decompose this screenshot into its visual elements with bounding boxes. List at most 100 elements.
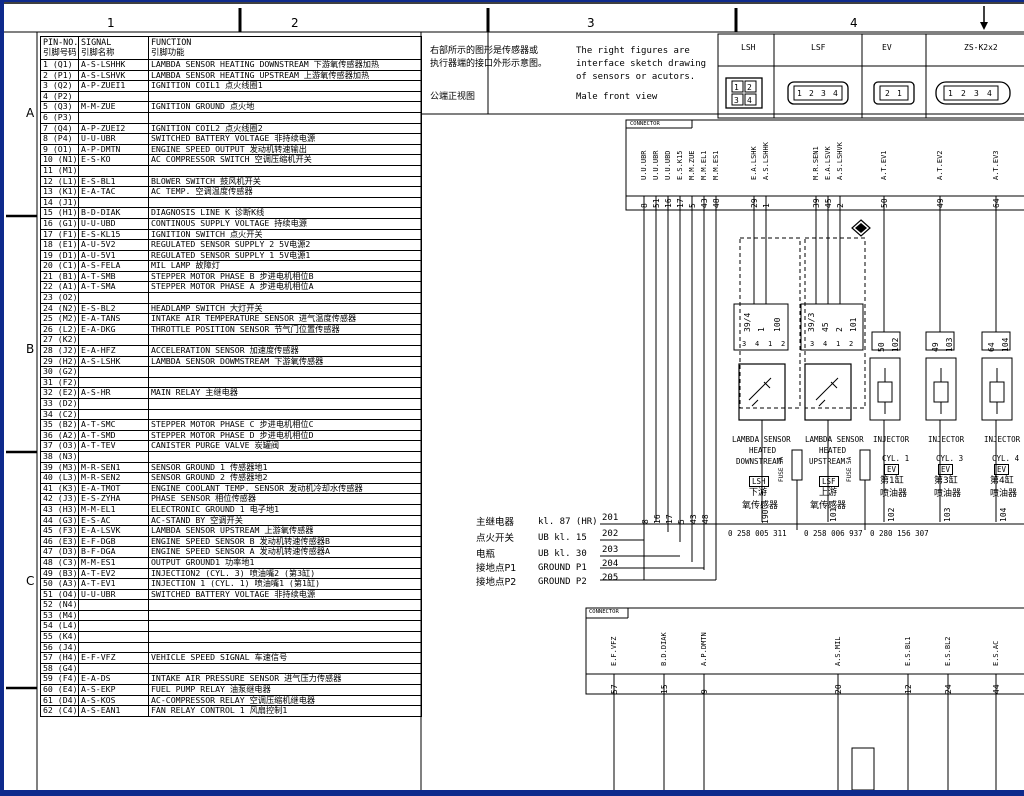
sensor-pin-label: 1: [757, 327, 766, 332]
svg-text:4: 4: [747, 96, 752, 105]
part-number-3: 0 280 156 307: [870, 529, 929, 538]
lsh-title: LAMBDA SENSOR: [732, 435, 791, 444]
bottom-signal-label: B.D.DIAK: [660, 632, 668, 666]
lsh-sub1: HEATED: [749, 446, 777, 455]
inj3-cyl: CYL. 4: [992, 454, 1020, 463]
window-bottom-bar: [0, 790, 1024, 796]
inj2-cyl: CYL. 3: [936, 454, 964, 463]
legend-lsf: LSF: [811, 43, 826, 52]
inj1-cn: 第1缸: [880, 476, 904, 486]
row-label-c: C: [26, 574, 35, 588]
svg-text:4: 4: [833, 89, 838, 98]
svg-text:2: 2: [961, 89, 966, 98]
bus-pin-label: 104: [999, 507, 1008, 522]
power-line-en: kl. 87 (HR): [538, 517, 598, 527]
sensor-terminal-label: 4: [823, 340, 828, 348]
bottom-pin-number: 9: [700, 689, 709, 694]
bottom-pin-number: 24: [944, 684, 953, 694]
note-cn-line1: 右部所示的图形是传感器或: [430, 46, 539, 56]
bus-pin-label: 16: [653, 514, 662, 524]
bottom-pin-number: 20: [834, 684, 843, 694]
bottom-signal-label: E.S.BL1: [904, 636, 912, 666]
power-line-cn: 主继电器: [476, 517, 515, 528]
top-signal-label: U.U.UBR: [640, 150, 648, 180]
top-signal-label: A.T.EV1: [880, 150, 888, 180]
top-pin-number: 17: [676, 198, 685, 208]
legend-ev: EV: [882, 43, 892, 52]
table-row: 23 (O2): [40, 292, 422, 304]
lsf-sub2: UPSTREAM: [809, 457, 846, 466]
top-signal-label: M.M.EL1: [700, 150, 708, 180]
connector-label-bottom: CONNECTOR: [589, 609, 619, 615]
row-label-b: B: [26, 342, 35, 356]
inj1-cn2: 喷油器: [880, 489, 908, 499]
top-pin-number: 49: [936, 198, 945, 208]
svg-text:3: 3: [821, 89, 826, 98]
bus-pin-label: 8: [641, 519, 650, 524]
power-line-cn: 电瓶: [476, 549, 496, 560]
bus-pin-label: 5: [677, 519, 686, 524]
sensor-pin-label: 39/4: [743, 312, 752, 332]
sensor-terminal-label: 3: [742, 340, 747, 348]
bottom-signal-label: A.S.MIL: [834, 636, 842, 666]
svg-text:2: 2: [747, 83, 752, 92]
sensor-terminal-label: 1: [768, 340, 773, 348]
top-pin-number: 43: [700, 198, 709, 208]
inj1-cyl: CYL. 1: [882, 454, 910, 463]
power-line-num: 205: [602, 573, 619, 583]
legend-lsh: LSH: [741, 43, 756, 52]
bottom-signal-label: E.S.AC: [992, 640, 1000, 666]
bus-pin-label: 102: [887, 507, 896, 522]
sensor-terminal-label: 2: [849, 340, 854, 348]
sensor-terminal-label: 4: [755, 340, 760, 348]
lsh-cn: 下游: [749, 488, 768, 498]
svg-text:1: 1: [734, 83, 739, 92]
injector-pin-label: 50: [877, 342, 886, 352]
top-signal-label: E.S.K15: [676, 150, 684, 180]
top-signal-label: E.A.LSHK: [750, 146, 758, 180]
inj3-cn: 第4缸: [990, 476, 1014, 486]
power-line-num: 204: [602, 559, 619, 569]
lsf-title: LAMBDA SENSOR: [805, 435, 864, 444]
inj1-conn: EV: [884, 464, 900, 475]
bottom-pin-number: 44: [992, 684, 1001, 694]
bottom-pin-number: 15: [660, 684, 669, 694]
table-row: 27 (K2): [40, 334, 422, 347]
bus-pin-label: 48: [701, 514, 710, 524]
power-line-en: GROUND P2: [538, 577, 587, 587]
inj2-title: INJECTOR: [928, 435, 965, 444]
column-label-2: 2: [291, 16, 299, 30]
power-line-num: 203: [602, 545, 619, 555]
bus-pin-label: 103: [943, 507, 952, 522]
inj2-conn: EV: [938, 464, 954, 475]
top-pin-number: 51: [652, 198, 661, 208]
top-pin-number: 16: [664, 198, 673, 208]
fuse-a-label: FUSE 5A: [778, 456, 785, 482]
schematic-drawing: [420, 32, 1024, 790]
bottom-pin-number: 57: [610, 684, 619, 694]
top-signal-label: A.S.LSHHK: [762, 142, 770, 180]
sensor-terminal-label: 1: [836, 340, 841, 348]
connector-label-top: CONNECTOR: [630, 121, 660, 127]
column-label-1: 1: [107, 16, 115, 30]
note-en-line4: Male front view: [576, 92, 658, 102]
lsh-sub2: DOWNSTREAM: [736, 457, 782, 466]
top-signal-label: M.M.ES1: [712, 150, 720, 180]
top-signal-label: U.U.UBR: [652, 150, 660, 180]
sensor-pin-label: 39/3: [807, 312, 816, 332]
